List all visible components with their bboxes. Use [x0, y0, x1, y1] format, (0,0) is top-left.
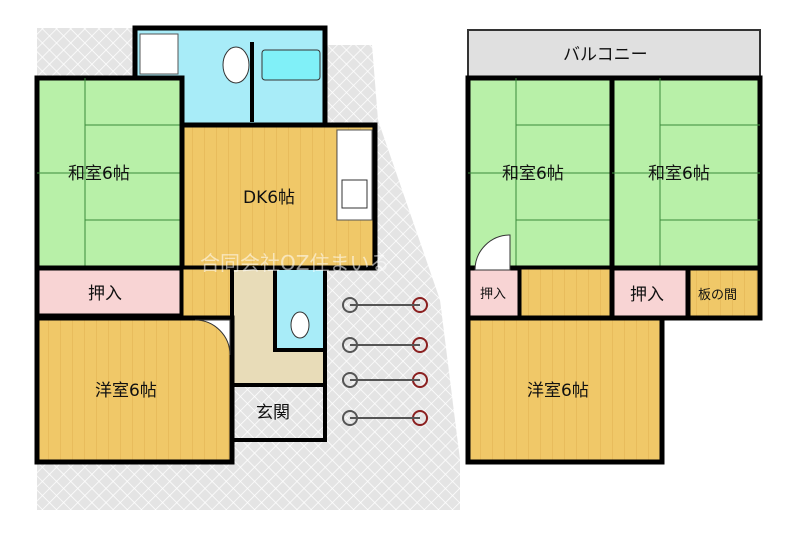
- room-label: 玄関: [256, 403, 290, 423]
- room-label: 和室6帖: [68, 164, 130, 184]
- room-label: 洋室6帖: [527, 381, 589, 401]
- room-youshitsu: [34, 315, 235, 465]
- shower: [139, 33, 179, 75]
- room-label: 和室6帖: [648, 164, 710, 184]
- bathtub: [261, 49, 321, 81]
- room-label: 板の間: [698, 288, 737, 303]
- room-label: 押入: [88, 284, 122, 304]
- room-label: 押入: [630, 285, 664, 305]
- room-label: バルコニー: [563, 45, 648, 65]
- bicycle-parking: [342, 297, 428, 426]
- room-genkan: [230, 383, 327, 442]
- washbasin: [222, 46, 250, 84]
- stairs-2f: [518, 266, 614, 320]
- room-youshitsu-2f: [465, 315, 665, 465]
- room-label: 和室6帖: [502, 164, 564, 184]
- room-label: 押入: [480, 287, 506, 302]
- toilet-bowl: [290, 311, 310, 339]
- stove: [341, 179, 368, 209]
- room-label: DK6帖: [243, 188, 295, 208]
- watermark: 合同会社OZ住まいる: [200, 251, 389, 275]
- room-itanoma: [685, 265, 763, 321]
- toilet: [273, 266, 327, 352]
- room-label: 洋室6帖: [95, 381, 157, 401]
- floor-1: 和室6帖 DK6帖 押入 玄関 洋室6帖: [34, 25, 460, 510]
- stairs: [180, 266, 234, 320]
- floor-2: バルコニー 和室6帖 和室6帖 押入 押入 板の間 洋室6帖: [465, 29, 763, 465]
